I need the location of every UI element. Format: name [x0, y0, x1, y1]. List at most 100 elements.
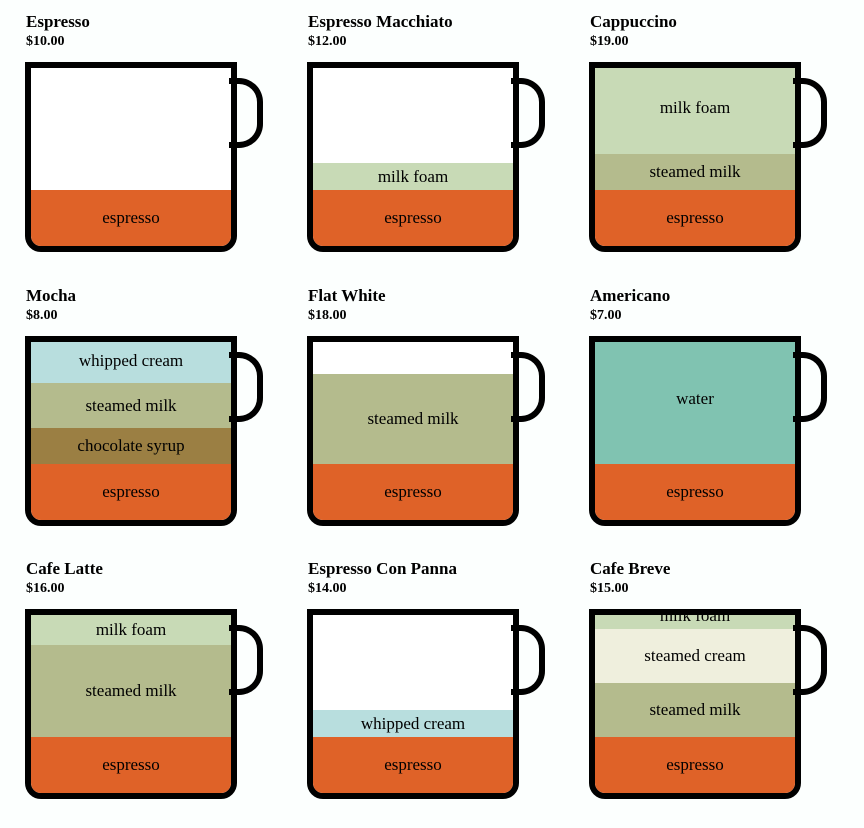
mug-handle [229, 625, 263, 695]
drink-name: Cafe Latte [26, 559, 103, 578]
mug-body: whipped cream steamed milk chocolate syrup… [25, 336, 237, 526]
layer-label: espresso [102, 482, 160, 501]
drink-price: $14.00 [308, 581, 347, 596]
mug-body: milk foam espresso [307, 62, 519, 252]
layer-espresso: espresso [595, 190, 795, 246]
layer-label: chocolate syrup [77, 436, 185, 455]
layer-label: espresso [384, 482, 442, 501]
drink-price: $15.00 [590, 581, 629, 596]
drink-price: $7.00 [590, 308, 622, 323]
mug-handle [511, 78, 545, 148]
mug-icon: whipped cream espresso [307, 609, 547, 801]
layer-stack: whipped cream espresso [313, 710, 513, 793]
layer-espresso: espresso [313, 190, 513, 246]
layer-espresso: espresso [31, 190, 231, 246]
mug-handle [793, 352, 827, 422]
layer-label: milk foam [377, 166, 449, 186]
drink-name: Espresso Macchiato [308, 12, 453, 31]
layer-stack: water espresso [595, 342, 795, 520]
mug-icon: whipped cream steamed milk chocolate syrup… [25, 336, 265, 528]
drink-name: Cappuccino [590, 12, 677, 31]
layer-milk-foam: milk foam [313, 163, 513, 190]
layer-chocolate-syrup: chocolate syrup [31, 428, 231, 464]
layer-water: water [595, 342, 795, 464]
layer-whipped-cream: whipped cream [31, 342, 231, 383]
drink-price: $18.00 [308, 308, 347, 323]
mug-handle [511, 625, 545, 695]
drink-card: Cappuccino $19.00 milk foam steamed milk esp… [589, 0, 839, 260]
layer-milk-foam: milk foam [595, 68, 795, 154]
layer-label: milk foam [95, 619, 167, 639]
layer-label: steamed milk [649, 700, 741, 719]
layer-label: milk foam [659, 609, 731, 625]
layer-label: espresso [666, 482, 724, 501]
layer-label: whipped cream [78, 350, 184, 370]
layer-label: espresso [666, 208, 724, 227]
drink-card: Flat White $18.00 steamed milk espresso [307, 274, 557, 534]
mug-handle [793, 78, 827, 148]
layer-espresso: espresso [31, 464, 231, 520]
layer-milk-foam: milk foam [31, 615, 231, 645]
layer-stack: milk foam espresso [313, 163, 513, 246]
layer-label: water [676, 389, 714, 408]
drink-card: Americano $7.00 water espresso [589, 274, 839, 534]
mug-handle [229, 78, 263, 148]
layer-whipped-cream: whipped cream [313, 710, 513, 737]
layer-stack: steamed milk espresso [313, 374, 513, 520]
mug-icon: milk foam espresso [307, 62, 547, 254]
layer-steamed-cream: steamed cream [595, 629, 795, 683]
layer-label: steamed cream [644, 646, 746, 665]
mug-handle [511, 352, 545, 422]
drink-price: $12.00 [308, 34, 347, 49]
drink-name: Espresso Con Panna [308, 559, 457, 578]
layer-stack: milk foam steamed cream steamed milk espres… [595, 609, 795, 793]
layer-espresso: espresso [313, 464, 513, 520]
layer-label: espresso [384, 755, 442, 774]
layer-label: espresso [666, 755, 724, 774]
mug-icon: milk foam steamed cream steamed milk espres… [589, 609, 829, 801]
layer-stack: whipped cream steamed milk chocolate syrup… [31, 342, 231, 520]
drink-name: Espresso [26, 12, 90, 31]
mug-body: milk foam steamed milk espresso [589, 62, 801, 252]
mug-body: steamed milk espresso [307, 336, 519, 526]
layer-label: steamed milk [85, 395, 177, 415]
mug-icon: water espresso [589, 336, 829, 528]
layer-steamed-milk: steamed milk [595, 154, 795, 190]
layer-steamed-milk: steamed milk [31, 383, 231, 428]
drink-name: Cafe Breve [590, 559, 671, 578]
layer-label: milk foam [659, 98, 731, 117]
mug-icon: espresso [25, 62, 265, 254]
layer-label: espresso [102, 208, 160, 227]
layer-steamed-milk: steamed milk [595, 683, 795, 737]
drink-price: $19.00 [590, 34, 629, 49]
mug-body: whipped cream espresso [307, 609, 519, 799]
drink-price: $16.00 [26, 581, 65, 596]
mug-icon: steamed milk espresso [307, 336, 547, 528]
drink-name: Americano [590, 286, 671, 305]
drink-name: Mocha [26, 286, 77, 305]
layer-stack: espresso [31, 190, 231, 246]
drink-card: Cafe Breve $15.00 milk foam steamed cream st… [589, 547, 839, 807]
layer-espresso: espresso [31, 737, 231, 793]
layer-label: steamed milk [367, 409, 459, 428]
layer-label: whipped cream [360, 713, 466, 733]
mug-body: espresso [25, 62, 237, 252]
layer-espresso: espresso [313, 737, 513, 793]
layer-espresso: espresso [595, 737, 795, 793]
drink-name: Flat White [308, 286, 386, 305]
mug-icon: milk foam steamed milk espresso [589, 62, 829, 254]
layer-stack: milk foam steamed milk espresso [595, 68, 795, 246]
layer-label: espresso [102, 755, 160, 774]
drink-card: Espresso Con Panna $14.00 whipped cream esp… [307, 547, 557, 807]
mug-handle [793, 625, 827, 695]
mug-body: water espresso [589, 336, 801, 526]
mug-handle [229, 352, 263, 422]
layer-espresso: espresso [595, 464, 795, 520]
layer-label: steamed milk [649, 162, 741, 181]
